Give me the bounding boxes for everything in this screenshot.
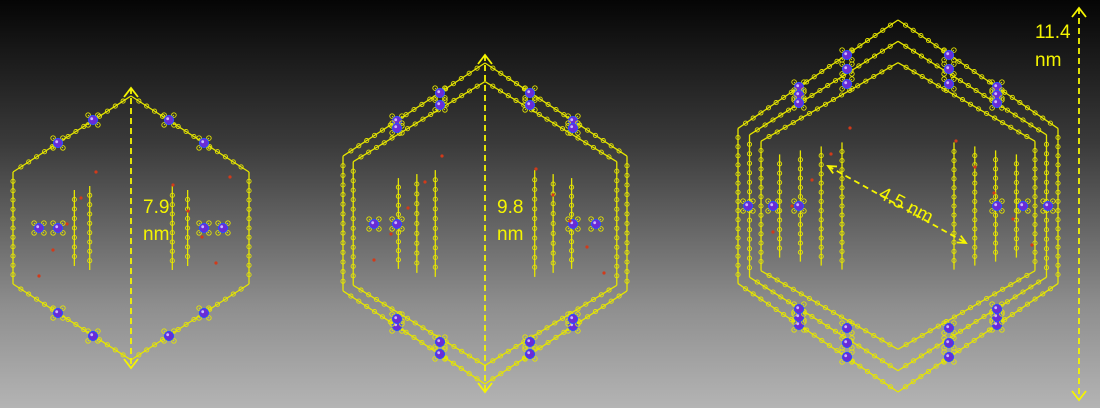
metal-node <box>50 220 66 236</box>
metal-node <box>196 135 212 151</box>
metal-node <box>989 95 1005 111</box>
metal-node <box>565 216 581 232</box>
metal-node <box>50 135 66 151</box>
cage-1-size-unit: nm <box>143 224 170 245</box>
cage-2-size-value: 9.8 <box>497 197 524 218</box>
metal-node <box>791 198 807 214</box>
metal-node <box>791 301 807 317</box>
metal-node <box>432 97 448 113</box>
cage-2-height-arrow-head-bottom <box>477 382 493 394</box>
metal-node <box>941 349 957 365</box>
cage-3 <box>735 19 1061 393</box>
cavity-width-arrow <box>826 164 968 245</box>
metal-node <box>196 305 212 321</box>
metal-node <box>31 220 47 236</box>
metal-node <box>389 311 405 327</box>
metal-node <box>565 120 581 136</box>
cage-3-height-arrow <box>1071 6 1087 402</box>
metal-node <box>941 320 957 336</box>
metal-node <box>765 198 781 214</box>
metal-node <box>85 328 101 344</box>
metal-node <box>565 311 581 327</box>
metal-node <box>522 85 538 101</box>
metal-node <box>941 61 957 77</box>
cage-1-height-arrow-head-bottom <box>123 358 139 370</box>
metal-node <box>432 346 448 362</box>
metal-node <box>941 47 957 63</box>
metal-node <box>522 334 538 350</box>
metal-node <box>522 97 538 113</box>
metal-node <box>941 335 957 351</box>
cage-1-height-arrow <box>123 86 139 370</box>
metal-node <box>839 320 855 336</box>
cage-1 <box>10 95 252 361</box>
cage-2-height-arrow-head-top <box>477 53 493 65</box>
cage-3-height-arrow-head-top <box>1071 6 1087 18</box>
metal-node <box>50 305 66 321</box>
metal-node <box>839 335 855 351</box>
cage-3-size-unit: nm <box>1035 50 1062 71</box>
metal-node <box>1040 198 1056 214</box>
metal-node <box>740 198 756 214</box>
metal-node <box>389 120 405 136</box>
metal-node <box>1015 198 1031 214</box>
metal-node <box>941 76 957 92</box>
cage-1-size-value: 7.9 <box>143 197 170 218</box>
cage-3-height-arrow-head-bottom <box>1071 390 1087 402</box>
metal-node <box>215 220 231 236</box>
metal-node <box>989 301 1005 317</box>
metal-node <box>989 198 1005 214</box>
cage-3-size-value: 11.4 <box>1035 22 1071 43</box>
cage-2-height-arrow <box>477 53 493 394</box>
metal-node <box>588 216 604 232</box>
metal-node <box>839 76 855 92</box>
metal-node <box>196 220 212 236</box>
metal-node <box>389 216 405 232</box>
metal-node <box>432 334 448 350</box>
cage-1-height-arrow-head-top <box>123 86 139 98</box>
cage-2-size-unit: nm <box>497 224 524 245</box>
metal-node <box>85 112 101 128</box>
cage-2 <box>340 62 630 385</box>
metal-node <box>839 47 855 63</box>
metal-node <box>432 85 448 101</box>
metal-node <box>839 349 855 365</box>
metal-node <box>791 95 807 111</box>
metal-node <box>366 216 382 232</box>
metal-node <box>839 61 855 77</box>
metal-node <box>161 112 177 128</box>
metal-node <box>161 328 177 344</box>
